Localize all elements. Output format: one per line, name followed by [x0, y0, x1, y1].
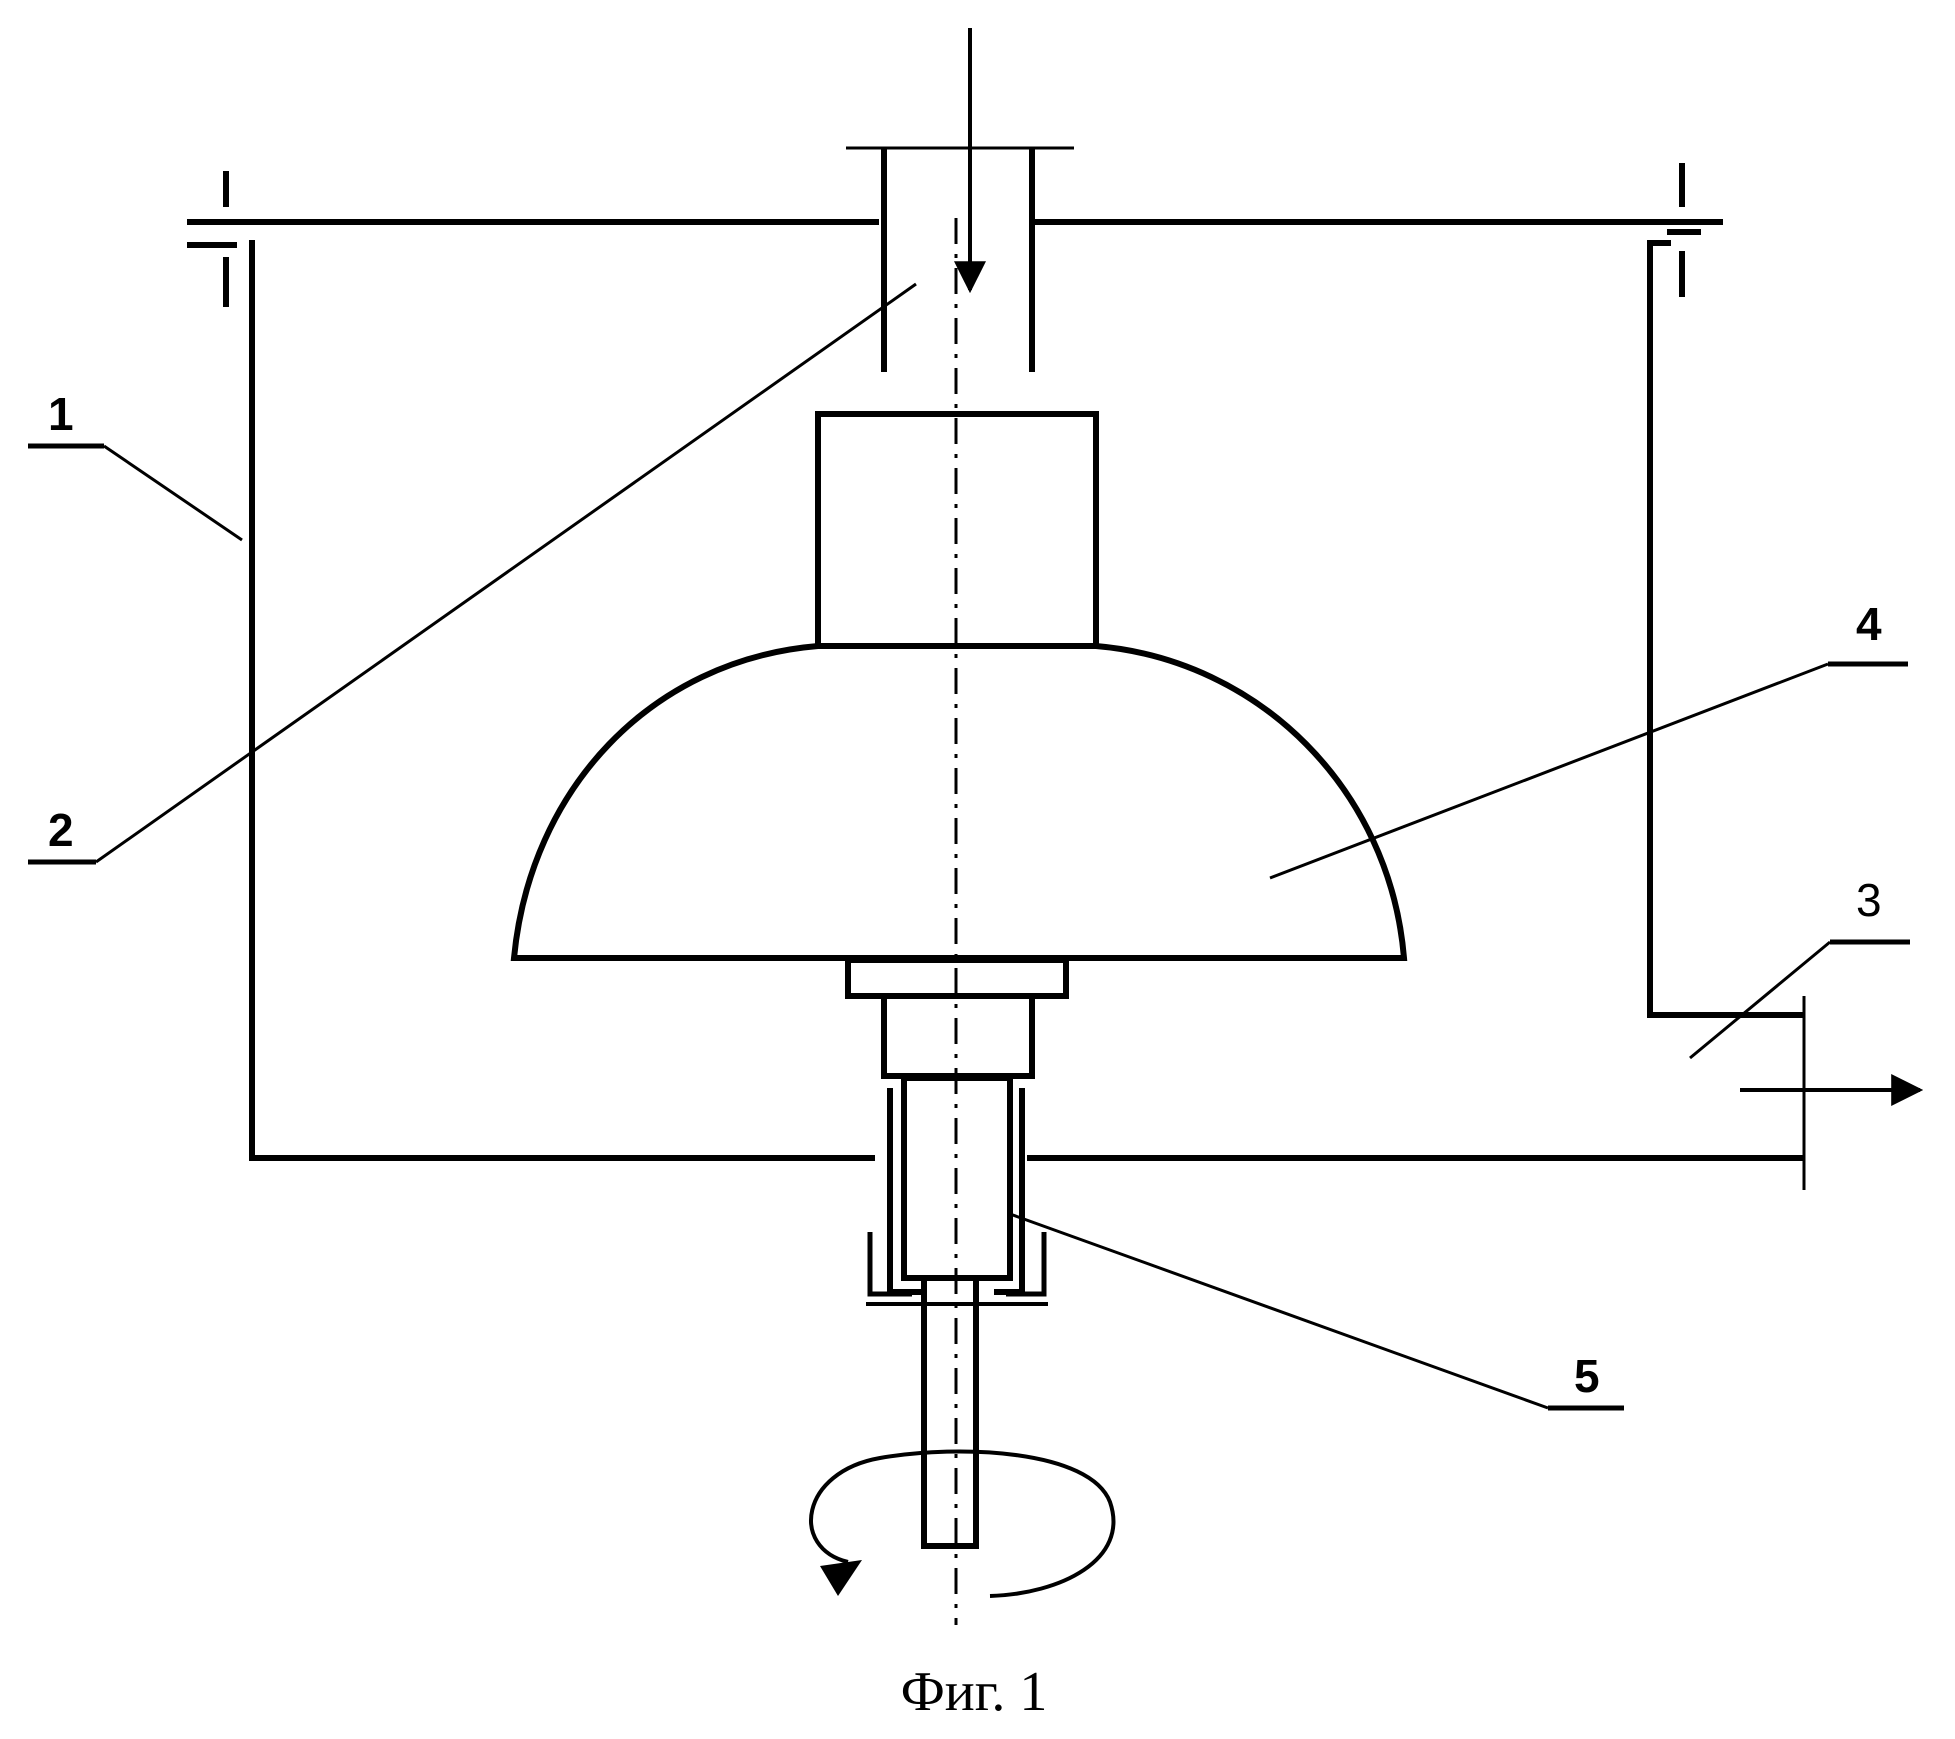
callout-4: 4: [1856, 598, 1882, 650]
leader-2: [95, 282, 917, 864]
rotor: [510, 411, 1408, 1079]
rotation-arc: [809, 1449, 1116, 1598]
seal-cap-left: [867, 1232, 912, 1297]
rotor-bowl: [510, 643, 1408, 961]
figure-caption: Фиг. 1: [901, 1661, 1048, 1723]
rotation-arrowhead: [820, 1560, 862, 1596]
housing-left-wall: [249, 240, 875, 1161]
leader-3: [1689, 940, 1831, 1060]
outlet-pipe: [1740, 996, 1924, 1190]
inlet-pipe: [846, 28, 1074, 372]
seal-cap-right: [1006, 1232, 1047, 1297]
callout-5: 5: [1574, 1350, 1600, 1402]
leader-5: [1009, 1212, 1549, 1410]
callout-3: 3: [1856, 874, 1882, 926]
rotation-arrow: [809, 1449, 1116, 1598]
shaft-seal: [866, 1075, 1048, 1549]
leader-lines: [28, 282, 1910, 1411]
callout-2: 2: [48, 804, 74, 856]
rotor-neck: [881, 993, 1035, 1079]
housing-right-wall: [1647, 240, 1805, 1018]
leader-4: [1269, 662, 1829, 880]
leader-1: [103, 444, 243, 542]
housing: [187, 163, 1805, 1161]
callout-1: 1: [48, 388, 74, 440]
shaft-lower: [921, 1275, 979, 1549]
